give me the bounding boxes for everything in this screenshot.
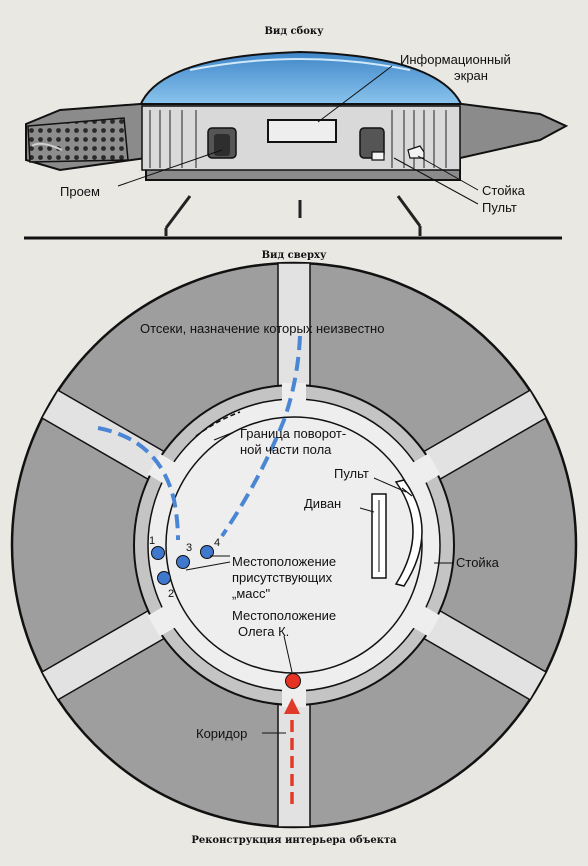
label-rotating-floor-2: ной части пола (240, 442, 332, 457)
side-view-title: Вид сбоку (264, 26, 324, 37)
door-north (282, 383, 306, 401)
label-masses-3: „масс" (232, 586, 270, 601)
door-north-west (147, 453, 176, 484)
side-view: Вид сбоку (24, 26, 569, 240)
wall-panels-left (149, 110, 197, 168)
label-corridor: Коридор (196, 726, 247, 741)
mass-number-1: 1 (149, 535, 155, 547)
door-south-east (412, 606, 441, 637)
blue-path-left (97, 426, 180, 541)
mass-marker-4 (200, 545, 214, 559)
label-info-screen-1: Информационный (400, 52, 511, 67)
label-console-side: Пульт (482, 200, 517, 215)
dome-highlight (189, 58, 411, 71)
top-leader-lines (185, 431, 452, 734)
corridor-south (277, 702, 311, 828)
label-opening: Проем (60, 184, 100, 199)
red-arrowhead (284, 698, 300, 714)
opening-left-inner (214, 134, 230, 156)
label-oleg-2: Олега К. (238, 624, 289, 639)
mass-marker-1 (151, 546, 165, 560)
side-leader-lines (117, 65, 479, 205)
top-view-title: Вид сверху (262, 250, 327, 261)
mass-number-2: 2 (168, 588, 174, 600)
label-info-screen-2: экран (454, 68, 488, 83)
info-screen (267, 119, 337, 143)
label-masses-2: присутствующих (232, 570, 333, 585)
radial-corridors (40, 262, 548, 828)
top-view: Вид сверху 1 2 3 4 (10, 250, 578, 829)
console-shape (371, 151, 385, 161)
mass-number-3: 3 (186, 542, 192, 554)
caption: Реконструкция интерьера объекта (191, 835, 397, 846)
landing-legs (164, 195, 422, 236)
blue-path-right (220, 335, 302, 538)
mass-marker-2 (157, 571, 171, 585)
label-compartments: Отсеки, назначение которых неизвестно (140, 321, 384, 336)
rotating-floor-boundary (165, 416, 423, 674)
label-rack-top: Стойка (456, 555, 500, 570)
mass-number-4: 4 (214, 537, 220, 549)
console-arc (394, 479, 423, 587)
label-sofa: Диван (304, 496, 341, 511)
door-north-east (412, 453, 441, 484)
perforated-section (27, 117, 129, 163)
label-rotating-floor-1: Граница поворот- (240, 426, 346, 441)
label-rack-side: Стойка (482, 183, 526, 198)
hull-highlight (31, 142, 63, 151)
label-oleg-1: Местоположение (232, 608, 336, 623)
rack-shape (407, 145, 425, 159)
oleg-marker (285, 673, 301, 689)
door-south-west (147, 606, 176, 637)
label-masses-1: Местоположение (232, 554, 336, 569)
door-south (282, 689, 306, 707)
console-mark (401, 487, 413, 497)
ring-doors (147, 383, 441, 707)
label-console-top: Пульт (334, 466, 369, 481)
ring-dashed-arc (195, 411, 241, 437)
mass-marker-3 (176, 555, 190, 569)
